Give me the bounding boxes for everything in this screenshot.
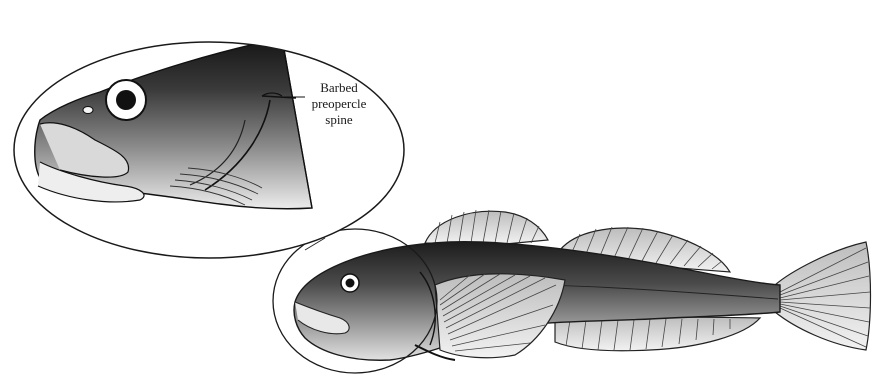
barbed-preopercle-spine-label: Barbed preopercle spine	[300, 80, 378, 128]
label-line-2: preopercle	[300, 96, 378, 112]
head-zoom-callout	[14, 38, 404, 258]
label-line-1: Barbed	[300, 80, 378, 96]
label-line-3: spine	[300, 112, 378, 128]
first-dorsal-fin	[425, 211, 548, 244]
